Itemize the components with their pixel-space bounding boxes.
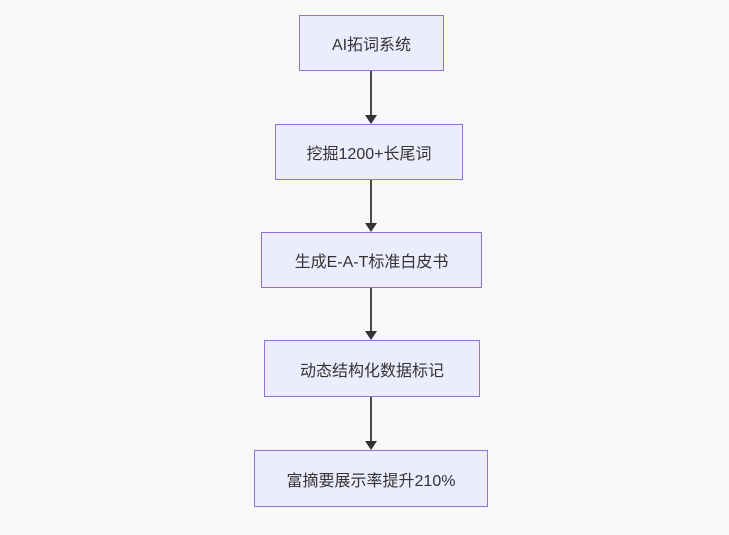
flow-node-eat-whitepaper: 生成E-A-T标准白皮书 [261, 232, 482, 288]
flow-node-structured-data: 动态结构化数据标记 [264, 340, 480, 397]
arrowhead-down-icon [365, 441, 377, 450]
arrowhead-down-icon [365, 331, 377, 340]
flow-node-label: 动态结构化数据标记 [299, 362, 444, 380]
flow-node-label: 富摘要展示率提升210% [286, 472, 456, 490]
flow-arrow-1 [364, 71, 378, 124]
flow-node-label: AI拓词系统 [331, 37, 412, 54]
arrow-line [370, 288, 372, 331]
arrowhead-down-icon [365, 115, 377, 124]
arrowhead-down-icon [365, 223, 377, 232]
flow-node-label: 生成E-A-T标准白皮书 [294, 254, 449, 271]
flow-node-longtail-mining: 挖掘1200+长尾词 [275, 124, 463, 180]
flow-arrow-3 [364, 288, 378, 340]
flow-node-ai-word-expansion: AI拓词系统 [299, 15, 444, 71]
flow-arrow-4 [364, 397, 378, 450]
arrow-line [370, 180, 372, 223]
flow-node-rich-snippet-result: 富摘要展示率提升210% [254, 450, 488, 507]
arrow-line [370, 71, 372, 115]
flow-node-label: 挖掘1200+长尾词 [306, 146, 432, 163]
flow-arrow-2 [364, 180, 378, 232]
arrow-line [370, 397, 372, 441]
